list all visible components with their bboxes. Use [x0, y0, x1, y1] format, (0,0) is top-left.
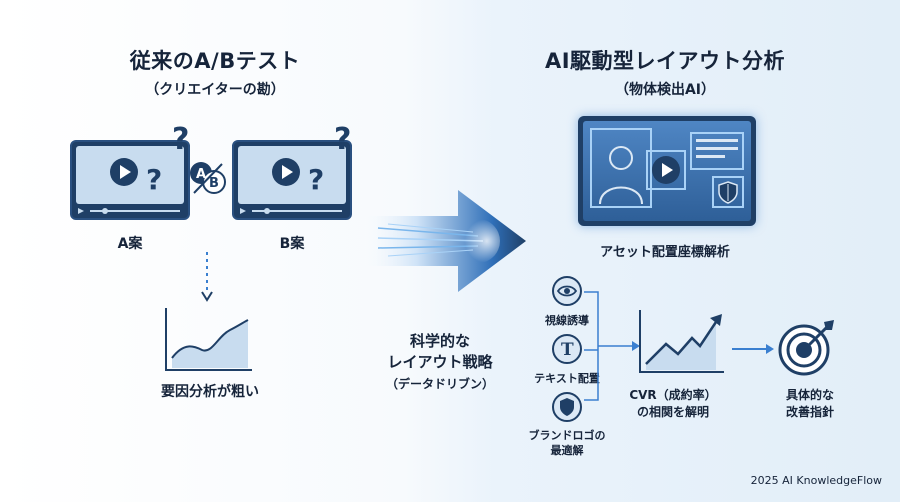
factor-label-text: テキスト配置	[534, 372, 600, 385]
factor-label-logo-2: 最適解	[550, 444, 584, 457]
question-mark-icon: ?	[146, 163, 163, 196]
person-icon	[599, 146, 643, 205]
video-b-thumbnail	[232, 140, 352, 220]
strategy-line3: （データドリブン）	[385, 377, 494, 391]
asset-label: アセット配置座標解析	[600, 245, 730, 260]
svg-text:T: T	[561, 340, 574, 360]
detection-box-person	[590, 128, 652, 208]
factor-label-logo-1: ブランドロゴの	[528, 429, 606, 442]
result-line2: 改善指針	[785, 405, 834, 419]
arrow-right-icon	[732, 344, 774, 354]
right-title: AI駆動型レイアウト分析	[544, 49, 786, 73]
question-mark-icon: ?	[334, 122, 352, 157]
svg-text:A: A	[196, 167, 206, 182]
result-label: 要因分析が粗い	[161, 384, 259, 400]
footer-credit: 2025 AI KnowledgeFlow	[750, 474, 882, 487]
ab-compare-icon: A B	[190, 162, 226, 194]
video-a-thumbnail	[70, 140, 190, 220]
factor-label-gaze: 視線誘導	[545, 314, 589, 327]
text-t-icon: T	[552, 334, 582, 364]
detection-box-play	[646, 150, 686, 190]
question-mark-icon: ?	[308, 163, 325, 196]
cvr-growth-chart-icon	[639, 310, 724, 373]
left-subtitle: （クリエイターの勘）	[145, 82, 285, 98]
shield-icon	[718, 181, 738, 204]
detection-box-text	[690, 132, 744, 170]
strategy-line2: レイアウト戦略	[387, 353, 493, 371]
layout-analysis-screen	[578, 116, 756, 226]
transformation-arrow-icon	[358, 190, 526, 292]
left-title: 従来のA/Bテスト	[129, 49, 301, 73]
factor-connector-lines	[584, 291, 640, 401]
shield-icon	[552, 392, 582, 422]
cvr-line1: CVR（成約率）	[629, 388, 717, 402]
play-question-icon	[272, 158, 300, 186]
play-icon	[652, 156, 680, 184]
video-a-label: A案	[117, 236, 143, 252]
svg-text:B: B	[209, 176, 219, 191]
rough-chart-icon	[165, 308, 252, 371]
strategy-line1: 科学的な	[409, 332, 470, 350]
dotted-down-arrow-icon	[201, 252, 213, 302]
result-line1: 具体的な	[785, 388, 834, 402]
cvr-line2: の相関を解明	[636, 405, 709, 419]
detection-box-logo	[712, 176, 744, 208]
play-question-icon	[110, 158, 138, 186]
target-icon	[778, 320, 834, 376]
right-subtitle: （物体検出AI）	[614, 82, 716, 98]
question-mark-icon: ?	[172, 122, 190, 157]
eye-icon	[552, 276, 582, 306]
video-b-label: B案	[279, 236, 305, 252]
